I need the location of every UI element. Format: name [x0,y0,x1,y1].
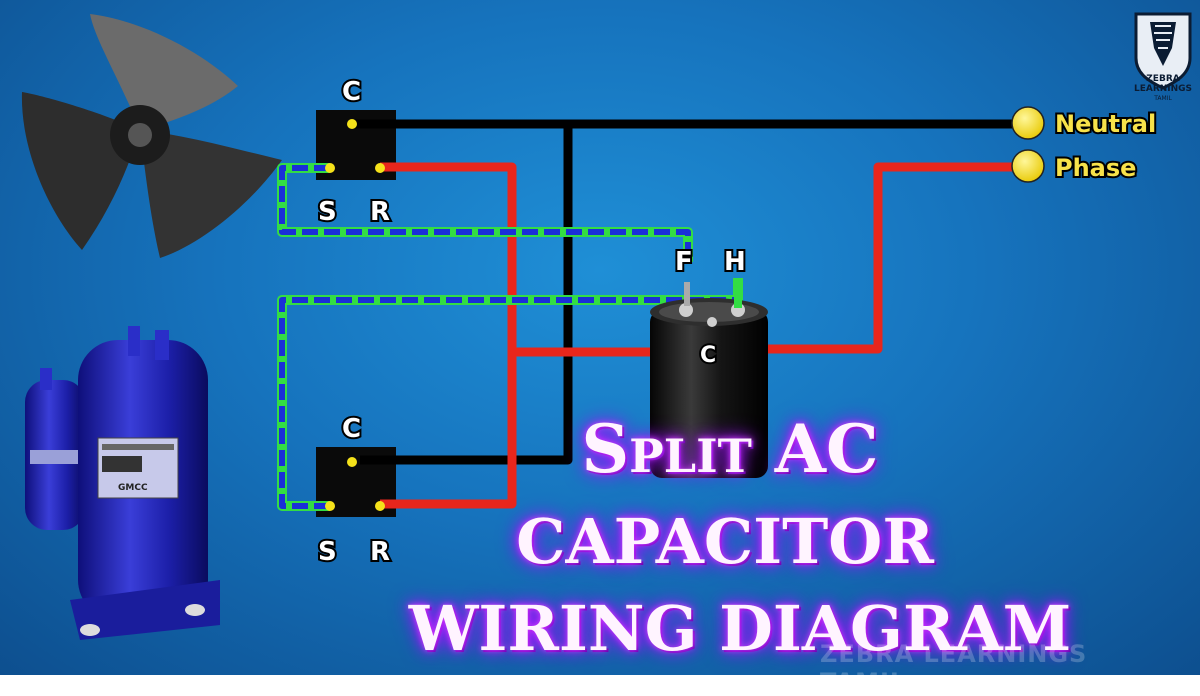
title-line-2: CAPACITOR [516,505,934,578]
capacitor-c-label: C [700,343,716,368]
logo-name-line2: LEARNINGS [1133,84,1193,94]
logo-sub: TAMIL [1154,95,1172,102]
capacitor-f-label: F [675,247,693,277]
fan-s-terminal [325,163,335,173]
phase-connector [1011,149,1045,183]
wiring-diagram: GMCC [21,14,1158,640]
fan-c-label: C [342,77,361,107]
compressor-r-terminal [375,501,385,511]
compressor-r-label: R [370,537,390,567]
logo-name: ZEBRA LEARNINGS [1128,74,1198,94]
phase-label: Phase [1055,154,1136,182]
neutral-connector [1011,106,1045,140]
compressor-icon: GMCC [25,326,220,640]
compressor-s-terminal [325,501,335,511]
compressor-brand: GMCC [118,483,148,493]
terminal-dots [325,119,385,511]
capacitor-icon [650,278,768,478]
compressor-c-label: C [342,414,361,444]
compressor-s-label: S [318,537,337,567]
fan-icon [21,14,282,258]
compressor-c-terminal [347,457,357,467]
logo-name-line1: ZEBRA [1146,74,1180,84]
neutral-label: Neutral [1055,110,1156,138]
title-line-1: Split AC [581,410,879,488]
watermark: ZEBRA LEARNINGS TAMIL [820,640,1088,696]
capacitor-h-label: H [724,247,746,277]
fan-r-label: R [370,197,390,227]
title-line-3: WIRING DIAGRAM [408,592,1072,665]
fan-s-label: S [318,197,337,227]
fan-c-terminal [347,119,357,129]
fan-r-terminal [375,163,385,173]
zebra-logo-icon [1134,12,1192,90]
